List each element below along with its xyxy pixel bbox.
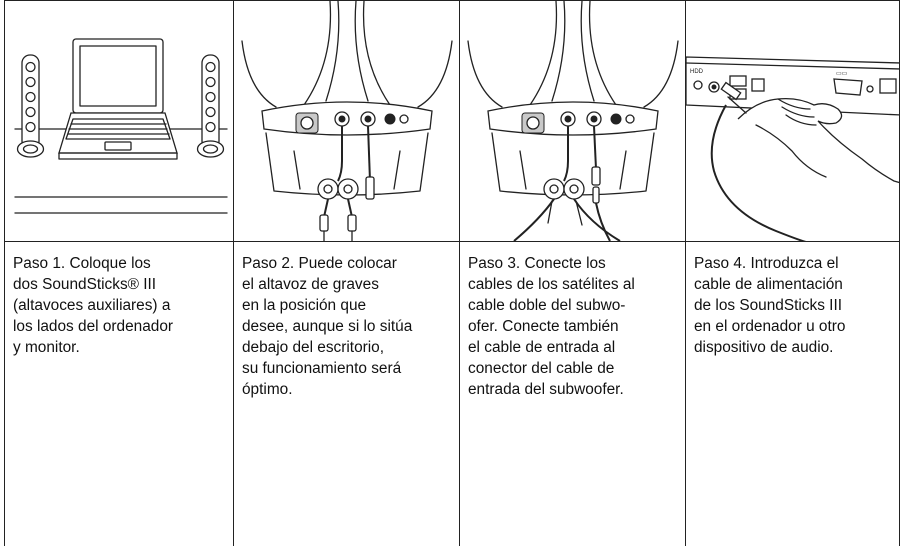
step-1-illustration bbox=[4, 0, 233, 241]
step-3-illustration bbox=[459, 0, 685, 241]
step-4-illustration: HDD ▭▭ bbox=[685, 0, 900, 241]
laptop-speakers-drawing bbox=[14, 38, 228, 214]
subwoofer-connection-drawing bbox=[467, 1, 679, 241]
laptop bbox=[58, 38, 178, 160]
svg-text:HDD: HDD bbox=[690, 69, 704, 75]
hand-plug-drawing: HDD ▭▭ bbox=[686, 56, 899, 241]
setup-steps-table: HDD ▭▭ Paso 1. Coloque los dos SoundStic… bbox=[4, 0, 900, 546]
step-2-caption-cell: Paso 2. Puede colocar el altavoz de grav… bbox=[233, 241, 459, 546]
step-2-caption: Paso 2. Puede colocar el altavoz de grav… bbox=[242, 255, 413, 398]
step-1-caption: Paso 1. Coloque los dos SoundSticks® III… bbox=[13, 255, 174, 356]
subwoofer-rear-drawing bbox=[241, 1, 453, 241]
step-2-illustration bbox=[233, 0, 459, 241]
step-3-caption-cell: Paso 3. Conecte los cables de los satéli… bbox=[459, 241, 685, 546]
svg-text:▭▭: ▭▭ bbox=[836, 71, 848, 77]
step-4-caption-cell: Paso 4. Introduzca el cable de alimentac… bbox=[685, 241, 900, 546]
step-3-caption: Paso 3. Conecte los cables de los satéli… bbox=[468, 255, 635, 398]
right-satellite-speaker bbox=[196, 54, 225, 158]
step-4-caption: Paso 4. Introduzca el cable de alimentac… bbox=[694, 255, 846, 356]
left-satellite-speaker bbox=[16, 54, 45, 158]
step-1-caption-cell: Paso 1. Coloque los dos SoundSticks® III… bbox=[4, 241, 233, 546]
